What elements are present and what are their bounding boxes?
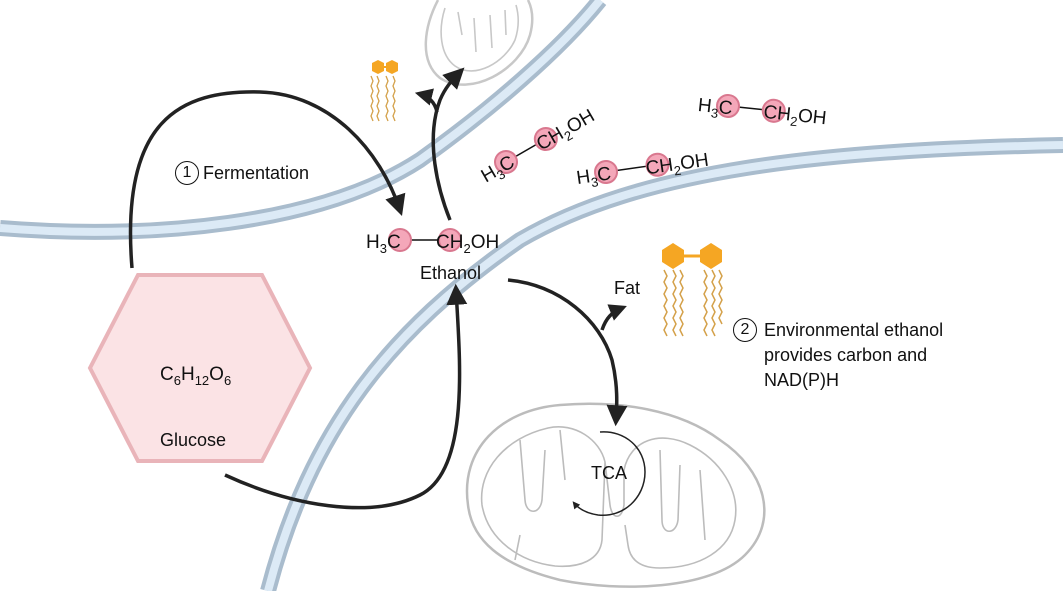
ethanol-molecule-center: H3C CH2OH: [366, 228, 499, 256]
arrow-fermentation: [128, 90, 406, 269]
svg-text:CH2OH: CH2OH: [436, 232, 499, 256]
arrow-to-fat: [600, 304, 627, 331]
svg-text:CH2OH: CH2OH: [533, 105, 600, 157]
tca-label: TCA: [591, 463, 627, 483]
ethanol-molecule-right-upper: H3C CH2OH: [696, 94, 827, 132]
glucose-label: Glucose: [160, 430, 227, 450]
cell-membrane-upper: [0, 0, 607, 240]
glucose-formula: C6H12O6: [160, 364, 231, 388]
tca-cycle-arrow: [572, 431, 646, 516]
arrow-ethanol-to-tca: [507, 278, 628, 427]
environmental-line-1: Environmental ethanol: [764, 320, 944, 340]
lipid-large-icon: [662, 243, 723, 337]
ethanol-molecule-right-lower: H3C CH2OH: [575, 150, 710, 192]
arrow-to-lipid-top: [414, 88, 439, 113]
glucose-hexagon: [87, 273, 313, 463]
fat-label: Fat: [614, 278, 641, 298]
svg-text:CH2OH: CH2OH: [644, 150, 710, 183]
svg-text:CH2OH: CH2OH: [762, 102, 827, 132]
cell-membrane-lower: [260, 137, 1063, 591]
fermentation-label: Fermentation: [203, 163, 310, 183]
environmental-line-3: NAD(P)H: [764, 370, 839, 390]
mitochondrion-top: [424, 0, 534, 86]
svg-text:H3C: H3C: [366, 232, 401, 256]
mitochondrion-bottom: [465, 402, 766, 588]
step-2-badge: 2: [733, 318, 757, 342]
ethanol-label: Ethanol: [420, 263, 482, 283]
step-1-badge: 1: [175, 161, 199, 185]
svg-text:H3C: H3C: [575, 163, 613, 192]
arrow-glucose-to-ethanol: [224, 283, 468, 510]
environmental-line-2: provides carbon and: [764, 345, 928, 365]
svg-text:H3C: H3C: [696, 95, 733, 122]
lipid-top-icon: [370, 60, 398, 122]
